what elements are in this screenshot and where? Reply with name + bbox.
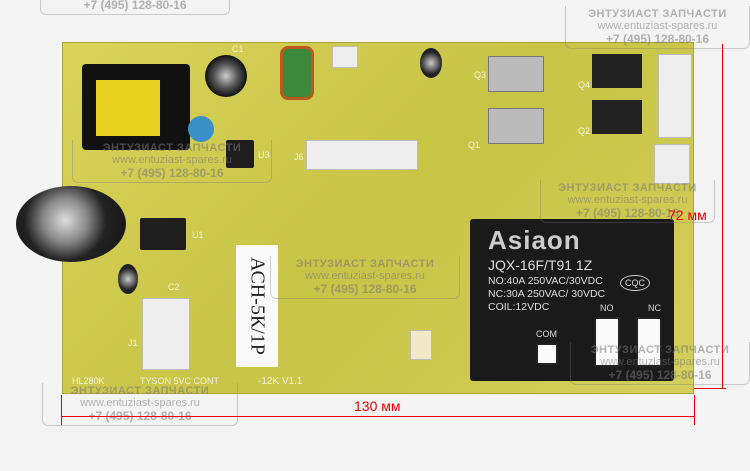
relay-terminal-no: [594, 317, 620, 367]
relay-terminal-com: [536, 343, 558, 365]
ref-j6: J6: [294, 152, 304, 162]
cqc-mark: CQC: [620, 275, 650, 291]
chip-u1: [140, 218, 186, 250]
relay-coil: COIL:12VDC: [488, 301, 550, 313]
capacitor-c2: [118, 264, 138, 294]
ref-q3: Q3: [474, 70, 487, 80]
blue-capacitor: [188, 116, 214, 142]
ref-u3: U3: [258, 150, 270, 160]
relay-nc-label: NC: [648, 303, 661, 313]
connector-right-bottom: [654, 144, 690, 184]
relay-terminal-nc: [636, 317, 662, 367]
connector-small: [410, 330, 432, 360]
transistor-q2: [592, 100, 642, 134]
width-dimension-label: 130 мм: [354, 398, 401, 414]
transistor-q3: [488, 56, 544, 92]
relay-brand: Asiaon: [488, 225, 581, 255]
relay-com-label: COM: [536, 329, 557, 339]
height-dimension-label: 72 мм: [668, 207, 707, 223]
ref-u1: U1: [192, 230, 204, 240]
ref-c1: C1: [232, 44, 244, 54]
transistor-q1: [488, 108, 544, 144]
sticker-text: АСН-5К/1Р: [246, 257, 269, 355]
width-dimension-line: [62, 416, 694, 417]
silk-version: -12K V1.1: [258, 376, 303, 387]
capacitor-small: [420, 48, 442, 78]
relay: Asiaon JQX-16F/T91 1Z NO:40A 250VAC/30VD…: [470, 219, 674, 381]
ref-q2: Q2: [578, 126, 591, 136]
inductor: [280, 46, 314, 100]
transformer-coil: [96, 80, 160, 136]
connector-right-top: [658, 54, 692, 138]
height-dimension-line: [722, 44, 723, 388]
width-tick-right: [694, 395, 695, 425]
connector-j1: [142, 298, 190, 370]
relay-nc-rating: NC:30A 250VAC/ 30VDC: [488, 288, 606, 300]
chip-u3: [226, 140, 254, 168]
large-capacitor: [16, 186, 126, 262]
width-tick-left: [61, 395, 62, 425]
silk-left: HL280K: [72, 376, 105, 386]
watermark: +7 (495) 128-80-16: [40, 0, 230, 15]
silk-bottom: TYSON 5VC CONT: [140, 376, 220, 386]
relay-model: JQX-16F/T91 1Z: [488, 257, 593, 273]
label-sticker: АСН-5К/1Р: [236, 245, 278, 367]
ref-c2: C2: [168, 282, 180, 292]
ref-q1: Q1: [468, 140, 481, 150]
connector-j6: [306, 140, 418, 170]
capacitor-c1: [205, 55, 247, 97]
transistor-q4: [592, 54, 642, 88]
ref-q4: Q4: [578, 80, 591, 90]
connector-top: [332, 46, 358, 68]
relay-no-rating: NO:40A 250VAC/30VDC: [488, 275, 603, 287]
relay-no-label: NO: [600, 303, 614, 313]
ref-j1: J1: [128, 338, 138, 348]
height-tick-bottom: [694, 388, 726, 389]
